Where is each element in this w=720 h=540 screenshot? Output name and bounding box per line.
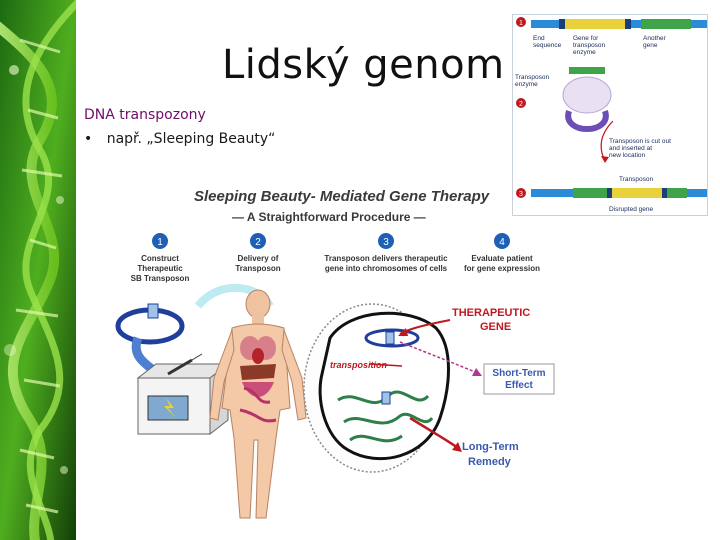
step-3-circle [378,233,394,249]
end-sequence-label-1: End [533,35,545,42]
short-term-label-2: Effect [505,380,533,391]
another-gene-label-1: Another [643,35,667,42]
step-3-badge [516,188,526,198]
nucleus-outline [318,311,450,461]
step-2-label-line-1: Delivery of [238,254,279,263]
transposon-ring-icon [364,328,420,348]
step-3-label-line-2: gene into chromosomes of cells [325,264,448,273]
step-1-label-line-3: SB Transposon [131,274,190,283]
long-term-label-2: Remedy [468,456,512,468]
fig-step-4-number: 4 [499,237,505,248]
step-2-number: 2 [519,101,523,108]
transposon-mechanism-figure: 1 End sequence Gene for transposon enzym… [512,14,708,216]
step-4-label-line-1: Evaluate patient [471,254,533,263]
step-1-badge [516,17,526,27]
human-body-icon [209,289,307,519]
bullet-marker: • [84,131,93,147]
step-1-label-line-2: Therapeutic [137,264,183,273]
step-4-circle [494,233,510,249]
step-3-label-line-1: Transposon delivers therapeutic [324,254,448,263]
short-term-label-1: Short-Term [492,368,545,379]
step-2-badge [516,98,526,108]
step-1-number: 1 [519,20,523,27]
bullet-item: • např. „Sleeping Beauty“ [84,131,275,147]
syringe-icon [167,358,193,376]
dna-side-banner [0,0,76,540]
long-term-label-1: Long-Term [462,441,519,453]
gene-for-label-3: enzyme [573,49,596,56]
step-2-label-line-2: Transposon [235,264,280,273]
step-1-circle [152,233,168,249]
fig-step-3-number: 3 [383,237,389,248]
figure-title: Sleeping Beauty- Mediated Gene Therapy [194,188,490,205]
disrupted-gene-label: Disrupted gene [609,206,653,213]
cut-out-label-2: and inserted at [609,145,652,152]
bullet-text: např. „Sleeping Beauty“ [106,131,276,147]
figure-subtitle: — A Straightforward Procedure — [232,210,426,224]
fig-step-1-number: 1 [157,237,163,248]
page-title: Lidský genom [222,42,505,88]
transposon-label: Transposon [619,176,653,183]
step-3-number: 3 [519,191,523,198]
therapeutic-gene-label-1: THERAPEUTIC [452,307,530,319]
section-heading: DNA transpozony [84,107,206,123]
dna-helix-image [0,0,76,540]
end-sequence-label-2: sequence [533,42,562,49]
gene-for-label-1: Gene for [573,35,599,42]
short-term-box [483,363,555,395]
transposon-enzyme-label-1: Transposon [515,74,549,81]
step-2-circle [250,233,266,249]
cut-out-label-1: Transposon is cut out [609,138,671,145]
step-4-label-line-2: for gene expression [464,264,540,273]
transposon-enzyme-label-2: enzyme [515,81,538,88]
gene-for-label-2: transposon [573,42,606,49]
therapeutic-gene-label-2: GENE [480,321,511,333]
fig-step-2-number: 2 [255,237,261,248]
another-gene-label-2: gene [643,42,658,49]
gene-therapy-figure: Sleeping Beauty- Mediated Gene Therapy —… [110,178,560,540]
transposition-label: transposition [330,360,388,370]
step-1-label-line-1: Construct [141,254,179,263]
cut-out-label-3: new location [609,152,646,159]
